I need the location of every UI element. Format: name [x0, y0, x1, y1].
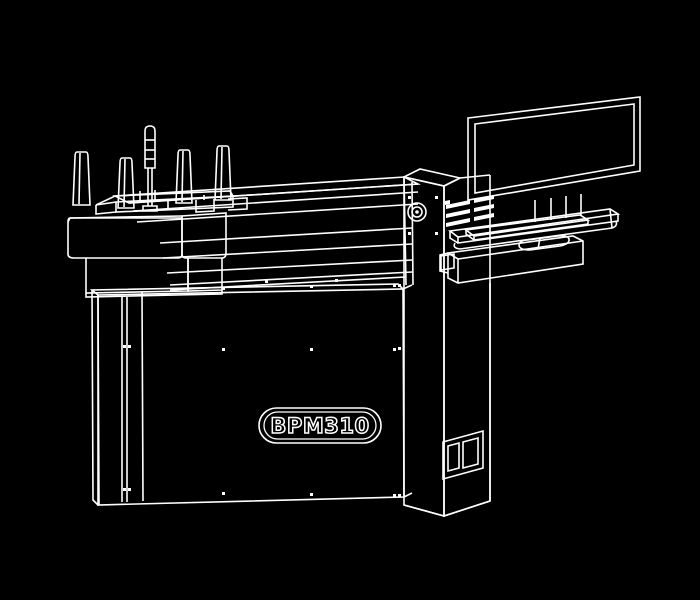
power-button-indicator[interactable] [408, 203, 426, 221]
stack-light-tower [143, 126, 157, 211]
model-badge: BPM310 [259, 408, 381, 443]
column-bolts [408, 196, 438, 235]
spindle-1 [73, 152, 90, 205]
keyboard[interactable] [466, 215, 588, 240]
pc-enclosure [440, 236, 583, 283]
access-panel-door[interactable] [443, 431, 483, 479]
control-column [404, 169, 490, 516]
head-support-posts [122, 297, 127, 502]
spindle-2 [118, 158, 134, 208]
head-subhousing [86, 258, 222, 297]
spindle-4 [215, 146, 231, 200]
panel-bolts [123, 284, 401, 497]
gantry-beam [115, 177, 418, 290]
badge-label: BPM310 [270, 414, 369, 438]
badge-outline [259, 408, 381, 443]
head-top-plate [96, 190, 247, 214]
spindle-3 [176, 150, 192, 203]
badge-inner-outline [263, 411, 377, 440]
monitor-display[interactable] [468, 97, 640, 200]
